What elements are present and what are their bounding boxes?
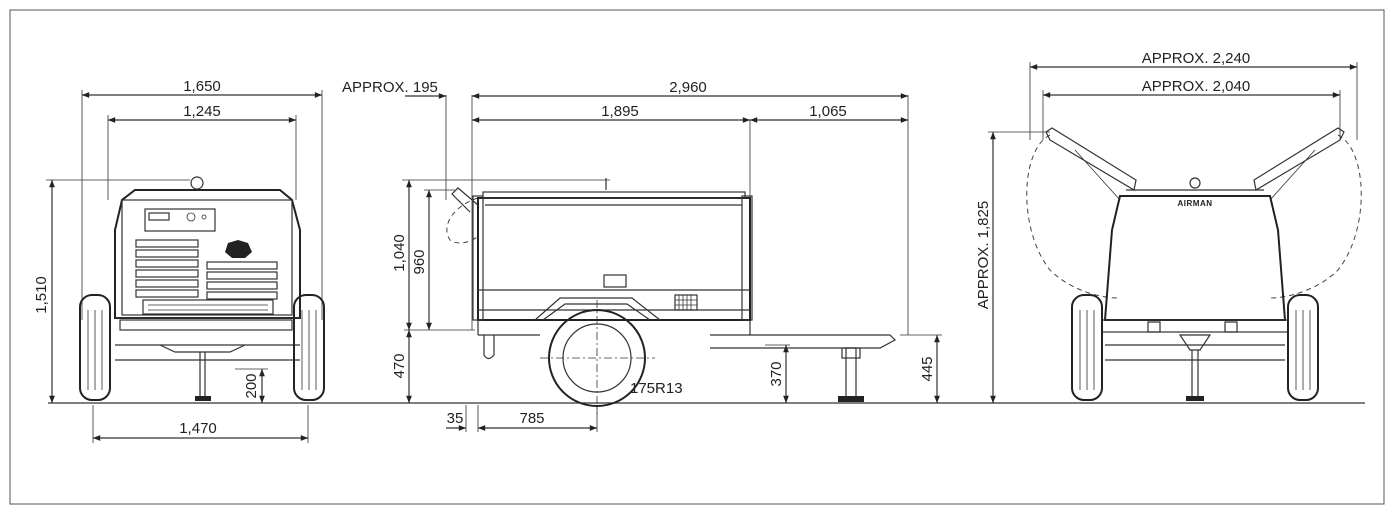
front-view [46,90,325,443]
front-ground-clearance: 200 [243,373,260,398]
rear-doors-open-height: APPROX. 1,825 [975,201,992,309]
side-axle-position: 785 [519,410,544,427]
side-hitch-height: 445 [919,356,936,381]
side-view [402,93,942,432]
brand-logo-text: AIRMAN [1178,199,1213,208]
side-drawbar-length: 1,065 [809,103,847,120]
front-track-width: 1,470 [179,420,217,437]
rear-view [988,62,1362,403]
side-overall-length: 2,960 [669,79,707,96]
rear-doors-span: APPROX. 2,040 [1142,78,1250,95]
drawing-frame [9,9,1385,505]
front-overall-width: 1,650 [183,78,221,95]
front-height: 1,510 [33,276,50,314]
side-body-height: 1,040 [391,234,408,272]
side-jack-height: 370 [768,361,785,386]
side-tire-size: 175R13 [630,380,683,397]
side-rear-overhang: APPROX. 195 [342,79,438,96]
rear-doors-open-width: APPROX. 2,240 [1142,50,1250,67]
side-frame-height: 470 [391,353,408,378]
side-axle-offset: 35 [447,410,464,427]
side-body-length: 1,895 [601,103,639,120]
front-inner-width: 1,245 [183,103,221,120]
side-inner-height: 960 [411,249,428,274]
